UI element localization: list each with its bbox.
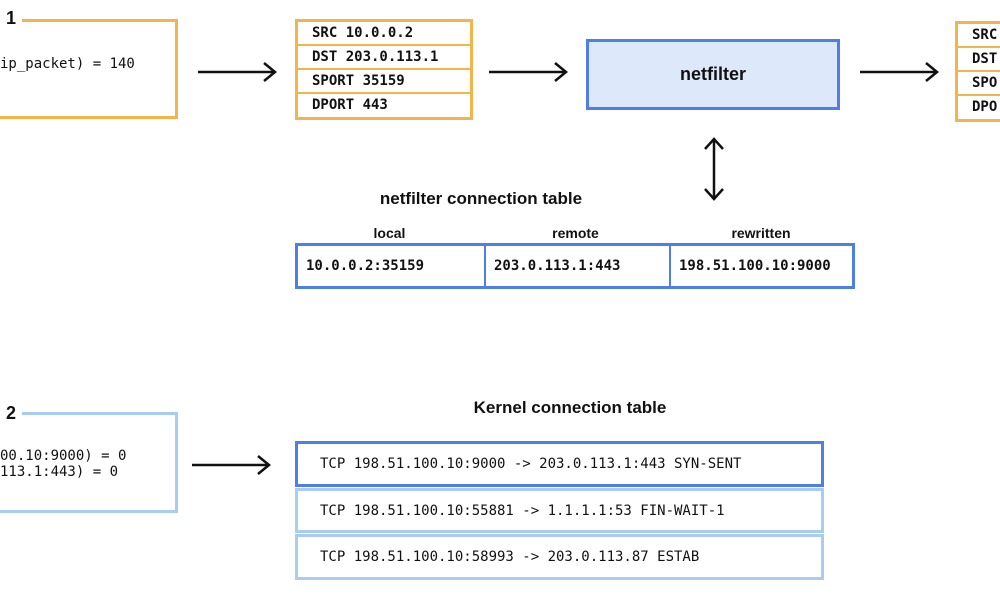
- kernel-table-row: TCP 198.51.100.10:58993 -> 203.0.113.87 …: [295, 534, 824, 580]
- kernel-row-text: TCP 198.51.100.10:9000 -> 203.0.113.1:44…: [320, 456, 742, 472]
- netfilter-cell-remote: 203.0.113.1:443: [486, 246, 671, 286]
- netfilter-label: netfilter: [679, 64, 746, 84]
- frame-2: [0, 412, 178, 513]
- arrow-right-icon: [192, 455, 271, 475]
- kernel-table-title: Kernel connection table: [473, 398, 667, 417]
- packet-out-sport: SPO: [958, 72, 1000, 96]
- netfilter-box: netfilter: [586, 39, 840, 110]
- netfilter-table-title: netfilter connection table: [379, 189, 583, 208]
- packet-src: SRC 10.0.0.2: [298, 22, 470, 46]
- packet-header-out: SRC DST SPO DPO: [955, 21, 1000, 122]
- frame-2-code-line-1: 00.10:9000) = 0: [0, 448, 127, 464]
- frame-1-label: 1: [0, 8, 23, 29]
- arrow-right-icon: [489, 62, 568, 82]
- packet-dport: DPORT 443: [312, 97, 388, 113]
- frame-1-code: ip_packet) = 140: [0, 56, 135, 72]
- packet-out-src: SRC: [958, 24, 1000, 48]
- packet-out-dport: DPO: [972, 99, 998, 115]
- arrow-right-icon: [860, 62, 939, 82]
- kernel-table-row: TCP 198.51.100.10:55881 -> 1.1.1.1:53 FI…: [295, 488, 824, 533]
- packet-dst: DST 203.0.113.1: [298, 46, 470, 70]
- netfilter-cell-rewritten: 198.51.100.10:9000: [679, 258, 831, 274]
- frame-1: [0, 19, 178, 119]
- netfilter-table-row: 10.0.0.2:35159 203.0.113.1:443 198.51.10…: [295, 243, 855, 289]
- netfilter-col-remote: remote: [552, 225, 599, 241]
- packet-sport: SPORT 35159: [298, 70, 470, 94]
- netfilter-cell-local: 10.0.0.2:35159: [298, 246, 486, 286]
- double-arrow-vertical-icon: [704, 137, 724, 201]
- netfilter-col-rewritten: rewritten: [731, 225, 791, 241]
- kernel-row-text: TCP 198.51.100.10:58993 -> 203.0.113.87 …: [320, 549, 700, 565]
- netfilter-col-local: local: [373, 225, 406, 241]
- arrow-right-icon: [198, 62, 277, 82]
- packet-header-in: SRC 10.0.0.2 DST 203.0.113.1 SPORT 35159…: [295, 19, 473, 120]
- kernel-table-row: TCP 198.51.100.10:9000 -> 203.0.113.1:44…: [295, 441, 824, 487]
- kernel-row-text: TCP 198.51.100.10:55881 -> 1.1.1.1:53 FI…: [320, 502, 725, 519]
- frame-2-label: 2: [0, 403, 23, 424]
- frame-2-code-line-2: 113.1:443) = 0: [0, 464, 119, 480]
- packet-out-dst: DST: [958, 48, 1000, 72]
